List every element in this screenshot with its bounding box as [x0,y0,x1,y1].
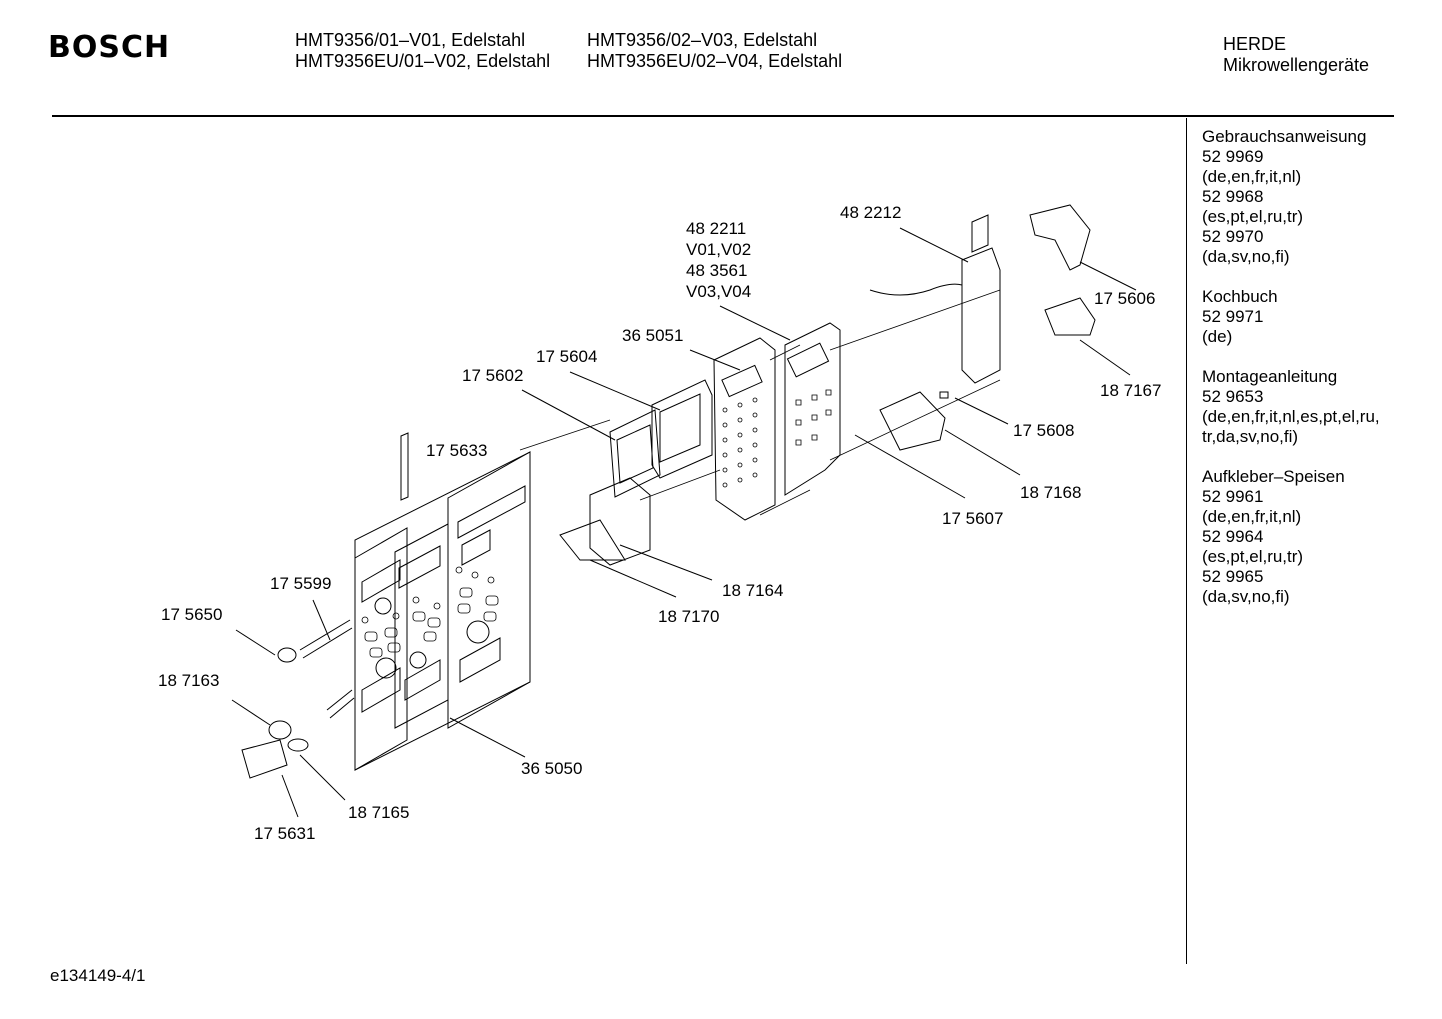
document-line: (da,sv,no,fi) [1202,587,1290,606]
part-label: 17 5608 [1013,421,1075,440]
part-label: 48 3561 [686,261,748,280]
model-list-2: HMT9356/02–V03, Edelstahl HMT9356EU/02–V… [587,30,842,72]
document-line: 52 9971 [1202,307,1264,326]
document-title: Gebrauchsanweisung [1202,127,1367,146]
projection-lines [520,290,1000,515]
model-list-1: HMT9356/01–V01, Edelstahl HMT9356EU/01–V… [295,30,550,72]
latch-parts [880,205,1095,450]
document-title: Kochbuch [1202,287,1278,306]
strip-part [401,433,408,500]
category-line: Mikrowellengeräte [1223,55,1370,75]
document-line: (de,en,fr,it,nl) [1202,507,1302,526]
part-label: 17 5633 [426,441,488,460]
document-line: 52 9969 [1202,147,1264,166]
document-line: 52 9961 [1202,487,1264,506]
document-line: (de,en,fr,it,nl,es,pt,el,ru, [1202,407,1380,426]
model-line: HMT9356EU/02–V04, Edelstahl [587,51,843,71]
document-group: Aufkleber–Speisen 52 9961 (de,en,fr,it,n… [1202,467,1432,607]
part-label: 18 7170 [658,607,720,626]
document-group: Montageanleitung 52 9653 (de,en,fr,it,nl… [1202,367,1432,447]
part-label: 17 5604 [536,347,598,366]
part-label: 36 5051 [622,326,684,345]
document-group: Gebrauchsanweisung 52 9969 (de,en,fr,it,… [1202,127,1432,267]
document-line: 52 9970 [1202,227,1264,246]
panel-mid [395,524,448,728]
part-label: 48 2212 [840,203,902,222]
panel-frame [355,452,530,770]
document-line: (de) [1202,327,1233,346]
part-label: 36 5050 [521,759,583,778]
part-label: 18 7168 [1020,483,1082,502]
knob-assembly [242,620,354,778]
category: HERDE Mikrowellengeräte [1223,34,1369,76]
document-line: (de,en,fr,it,nl) [1202,167,1302,186]
document-title: Aufkleber–Speisen [1202,467,1345,486]
model-line: HMT9356/02–V03, Edelstahl [587,30,818,50]
document-line: (da,sv,no,fi) [1202,247,1290,266]
part-label: 18 7164 [722,581,784,600]
front-panel-assembly [355,452,530,770]
document-title: Montageanleitung [1202,367,1338,386]
document-id: e134149-4/1 [50,966,146,985]
model-line: HMT9356EU/01–V02, Edelstahl [295,51,551,71]
part-label: 17 5599 [270,574,332,593]
document-line: 52 9965 [1202,567,1264,586]
header-rule [52,115,1394,117]
model-line: HMT9356/01–V01, Edelstahl [295,30,526,50]
document-line: (es,pt,el,ru,tr) [1202,547,1304,566]
document-line: 52 9653 [1202,387,1264,406]
display-window [610,410,660,497]
bottom-boards [560,478,650,565]
part-label: 18 7163 [158,671,220,690]
part-label: 17 5606 [1094,289,1156,308]
part-label: V01,V02 [686,240,752,259]
document-line: tr,da,sv,no,fi) [1202,427,1299,446]
part-label: 18 7167 [1100,381,1162,400]
documents-sidebar: Gebrauchsanweisung 52 9969 (de,en,fr,it,… [1202,127,1432,627]
document-line: 52 9968 [1202,187,1264,206]
sidebar-rule [1186,118,1187,964]
control-board [785,323,840,495]
main-board [870,215,1000,383]
part-label: 17 5650 [161,605,223,624]
brand-logo: BOSCH [48,30,171,65]
part-label: 17 5631 [254,824,316,843]
part-label: 17 5602 [462,366,524,385]
leader-lines [232,228,1136,817]
part-label: 18 7165 [348,803,410,822]
document-line: (es,pt,el,ru,tr) [1202,207,1304,226]
document-line: 52 9964 [1202,527,1264,546]
exploded-drawing [0,0,1190,960]
part-label: V03,V04 [686,282,752,301]
part-label: 17 5607 [942,509,1004,528]
part-label: 48 2211 [686,219,747,238]
display-frame [652,380,712,478]
document-group: Kochbuch 52 9971 (de) [1202,287,1432,347]
category-line: HERDE [1223,34,1287,54]
keyboard-carrier [714,338,775,520]
